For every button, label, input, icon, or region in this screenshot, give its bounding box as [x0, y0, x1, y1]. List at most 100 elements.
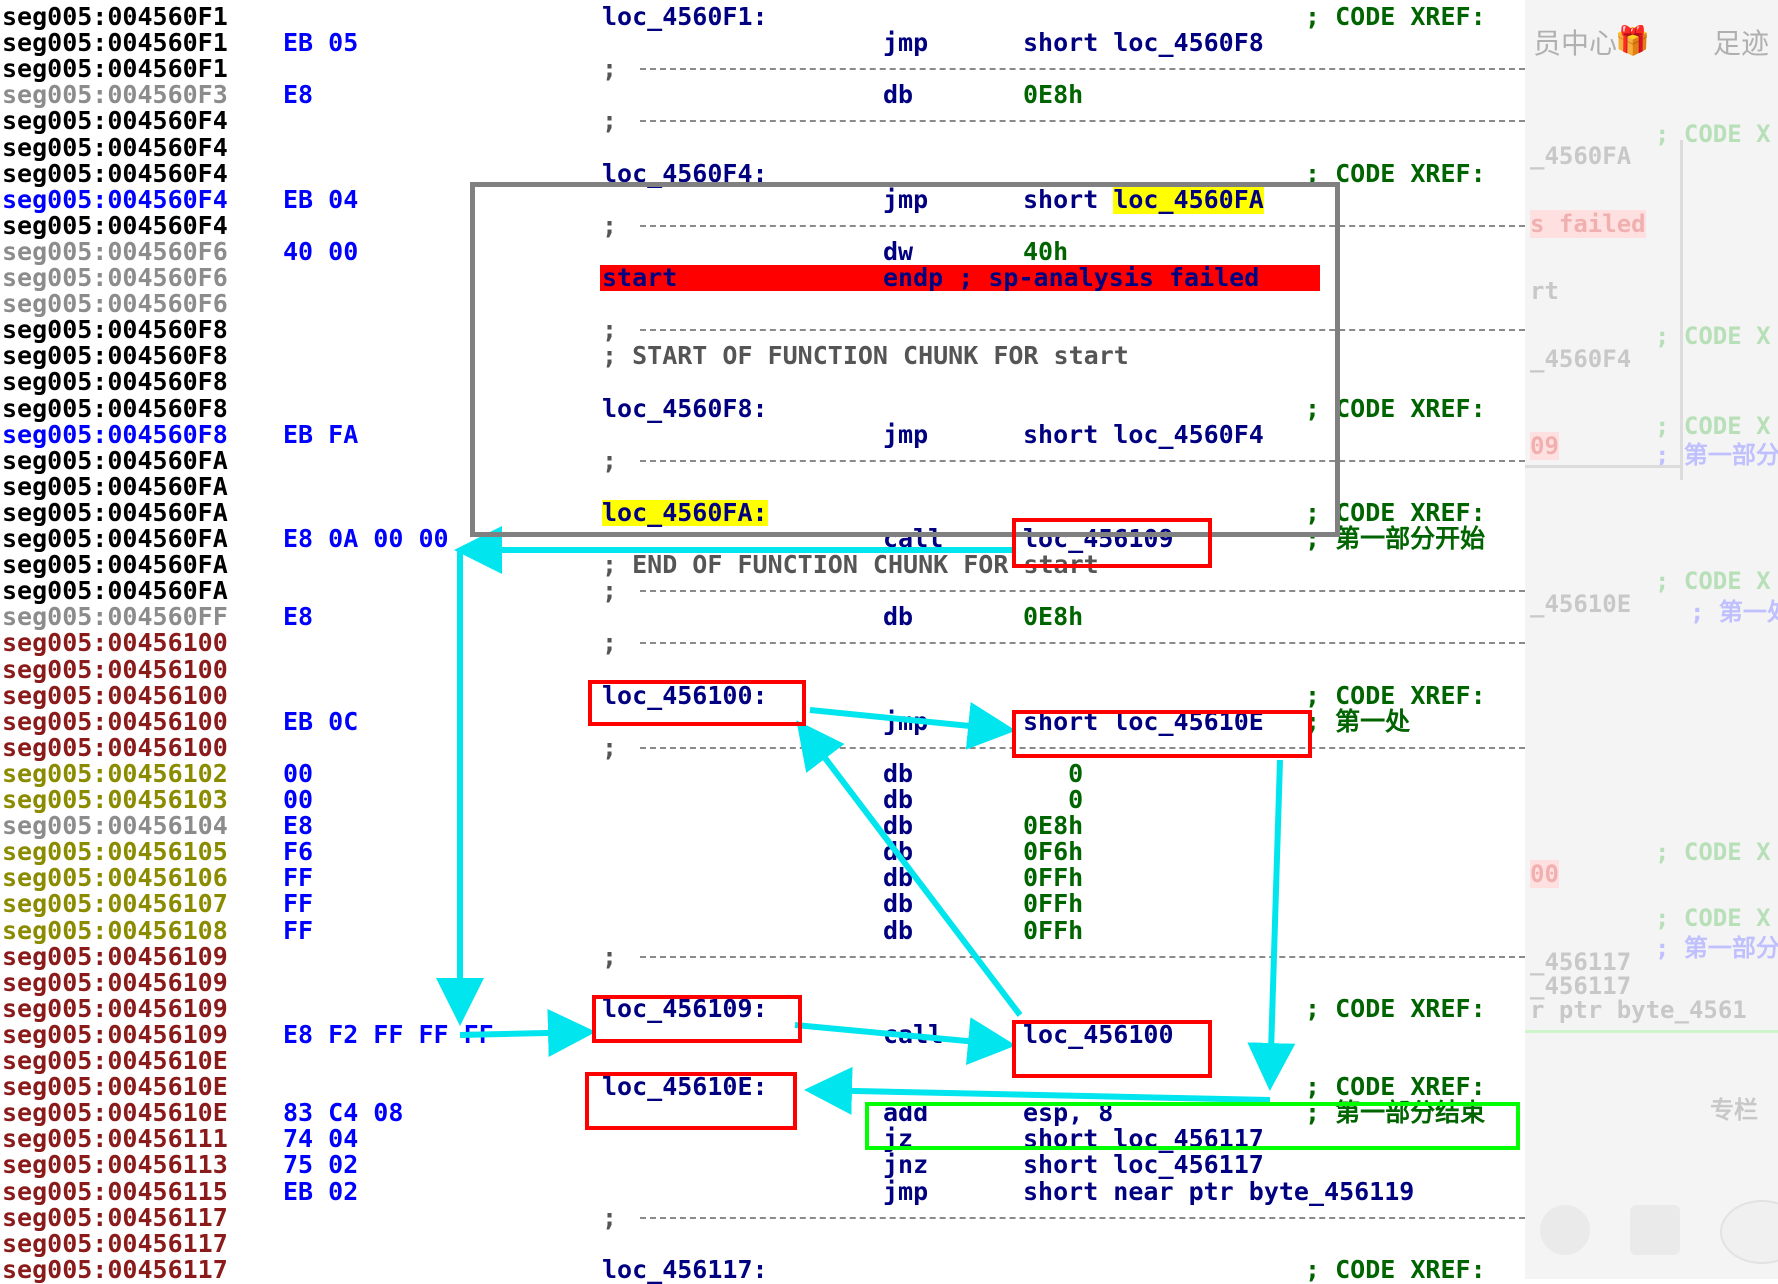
operand[interactable]: short near ptr byte_456119 — [1023, 1177, 1415, 1206]
code-label[interactable]: loc_4560F1: — [602, 2, 768, 31]
operand[interactable]: short loc_456117 — [1023, 1150, 1264, 1179]
chunk-comment: ; END OF FUNCTION CHUNK FOR start — [602, 550, 1099, 579]
code-label[interactable]: start — [602, 263, 678, 292]
code-label[interactable]: loc_456117: — [602, 1255, 768, 1284]
nav-member-center[interactable]: 员中心 — [1533, 27, 1618, 60]
side-panel-fragment: _4560F4 — [1530, 345, 1632, 373]
operand[interactable]: 0 — [1023, 785, 1084, 814]
operand[interactable]: 40h — [1023, 237, 1069, 266]
separator-semicolon: ; — [602, 628, 618, 657]
operand[interactable]: short loc_4560FA — [1023, 185, 1264, 214]
side-panel-fragment: _456117 — [1530, 948, 1632, 976]
mnemonic: jmp — [883, 28, 929, 57]
operand[interactable]: 0FFh — [1023, 916, 1084, 945]
code-label[interactable]: loc_45610E: — [602, 1072, 768, 1101]
address: seg005:00456108 — [2, 916, 228, 945]
code-label[interactable]: loc_456109: — [602, 994, 768, 1023]
listing-line[interactable]: seg005:004560FA — [0, 474, 1530, 500]
operand[interactable]: 0E8h — [1023, 811, 1084, 840]
listing-line[interactable]: seg005:0045610E — [0, 1048, 1530, 1074]
mnemonic: db — [883, 889, 914, 918]
arrow-into-456109 — [459, 1008, 596, 1057]
listing-line[interactable]: seg005:004560F1; — [0, 56, 1530, 82]
address: seg005:004560F4 — [2, 106, 228, 135]
operand[interactable]: 0FFh — [1023, 889, 1084, 918]
listing-line[interactable]: seg005:004560F4; — [0, 213, 1530, 239]
listing-line[interactable]: seg005:004560FA; END OF FUNCTION CHUNK F… — [0, 552, 1530, 578]
address: seg005:00456109 — [2, 1020, 228, 1049]
address: seg005:004560F1 — [2, 2, 228, 31]
listing-line[interactable]: seg005:004560F8; START OF FUNCTION CHUNK… — [0, 343, 1530, 369]
listing-line[interactable]: seg005:004560F4 — [0, 135, 1530, 161]
address: seg005:00456109 — [2, 994, 228, 1023]
mnemonic: db — [883, 80, 914, 109]
code-label[interactable]: loc_456100: — [602, 681, 768, 710]
listing-line[interactable]: seg005:00456109; — [0, 944, 1530, 970]
listing-line[interactable]: seg005:00456100 — [0, 657, 1530, 683]
side-panel-fragment: ; 第一部分 — [1655, 934, 1778, 962]
listing-line[interactable]: seg005:004560FA; — [0, 448, 1530, 474]
pdf-icon[interactable] — [1630, 1205, 1680, 1255]
operand[interactable]: 0FFh — [1023, 863, 1084, 892]
listing-line[interactable]: seg005:004560F8 — [0, 369, 1530, 395]
operand[interactable]: short loc_4560F8 — [1023, 28, 1264, 57]
listing-line[interactable]: seg005:004560F6 — [0, 291, 1530, 317]
listing-line[interactable]: seg005:00456100; — [0, 630, 1530, 656]
highlighted-operand[interactable]: loc_4560FA — [1113, 185, 1264, 214]
listing-line[interactable]: seg005:004560FA; — [0, 578, 1530, 604]
comment: ; CODE XREF: — [1305, 1072, 1486, 1101]
listing-line[interactable]: seg005:00456117 — [0, 1231, 1530, 1257]
opcode-bytes: 83 C4 08 — [283, 1098, 404, 1127]
operand[interactable]: loc_456109 — [1023, 524, 1174, 553]
separator-line — [640, 642, 1525, 644]
operand[interactable]: 0F6h — [1023, 837, 1084, 866]
side-panel-fragment: ; 第一部分 — [1655, 441, 1778, 469]
listing-line[interactable]: seg005:00456109 — [0, 970, 1530, 996]
share-icon[interactable] — [1540, 1205, 1590, 1255]
address: seg005:004560F4 — [2, 185, 228, 214]
operand[interactable]: 0 — [1023, 759, 1084, 788]
listing-line[interactable]: seg005:00456117; — [0, 1205, 1530, 1231]
side-panel-fragment: ; 第一处 — [1690, 598, 1778, 626]
operand[interactable]: 0E8h — [1023, 80, 1084, 109]
code-label[interactable]: loc_4560F8: — [602, 394, 768, 423]
address: seg005:00456102 — [2, 759, 228, 788]
listing-line[interactable]: seg005:004560F4; — [0, 108, 1530, 134]
listing-line[interactable]: seg005:00456100; — [0, 735, 1530, 761]
operand[interactable]: loc_456100 — [1023, 1020, 1174, 1049]
comment: ; CODE XREF: — [1305, 394, 1486, 423]
listing-line[interactable]: seg005:004560F8; — [0, 317, 1530, 343]
operand[interactable]: 0E8h — [1023, 602, 1084, 631]
code-label[interactable]: loc_4560FA: — [602, 498, 768, 527]
separator-line — [640, 225, 1525, 227]
nav-footprint[interactable]: 足迹 — [1713, 27, 1770, 60]
operand[interactable]: short loc_4560F4 — [1023, 420, 1264, 449]
